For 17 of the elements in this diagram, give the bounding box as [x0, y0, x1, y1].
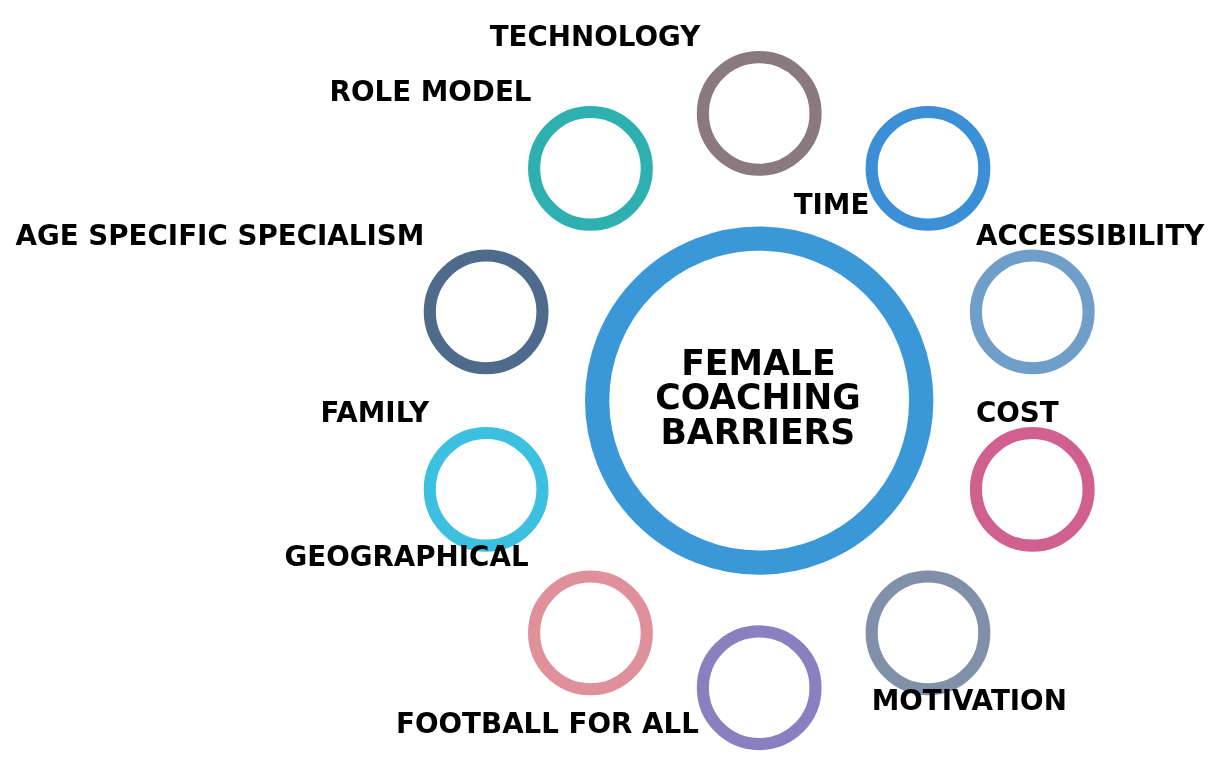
node-label: ROLE MODEL	[329, 74, 532, 108]
node-circle	[696, 50, 822, 176]
node-circle	[528, 105, 653, 231]
node-circle	[528, 570, 653, 695]
node-circle	[423, 248, 549, 374]
node-label: GEOGRAPHICAL	[284, 539, 529, 573]
node-label: FOOTBALL FOR ALL	[396, 706, 699, 740]
node-circle	[969, 248, 1095, 374]
node-label: ACCESSIBILITY	[975, 218, 1205, 252]
node-label: TIME	[793, 187, 870, 221]
node-circle: FEMALE COACHING BARRIERS	[585, 225, 934, 575]
node-circle	[969, 426, 1095, 552]
node-label: AGE SPECIFIC SPECIALISM	[15, 218, 425, 252]
node-label: MOTIVATION	[871, 683, 1067, 717]
node-label: TECHNOLOGY	[489, 19, 701, 53]
node-label: FAMILY	[320, 395, 430, 429]
node-label: COST	[975, 395, 1059, 429]
